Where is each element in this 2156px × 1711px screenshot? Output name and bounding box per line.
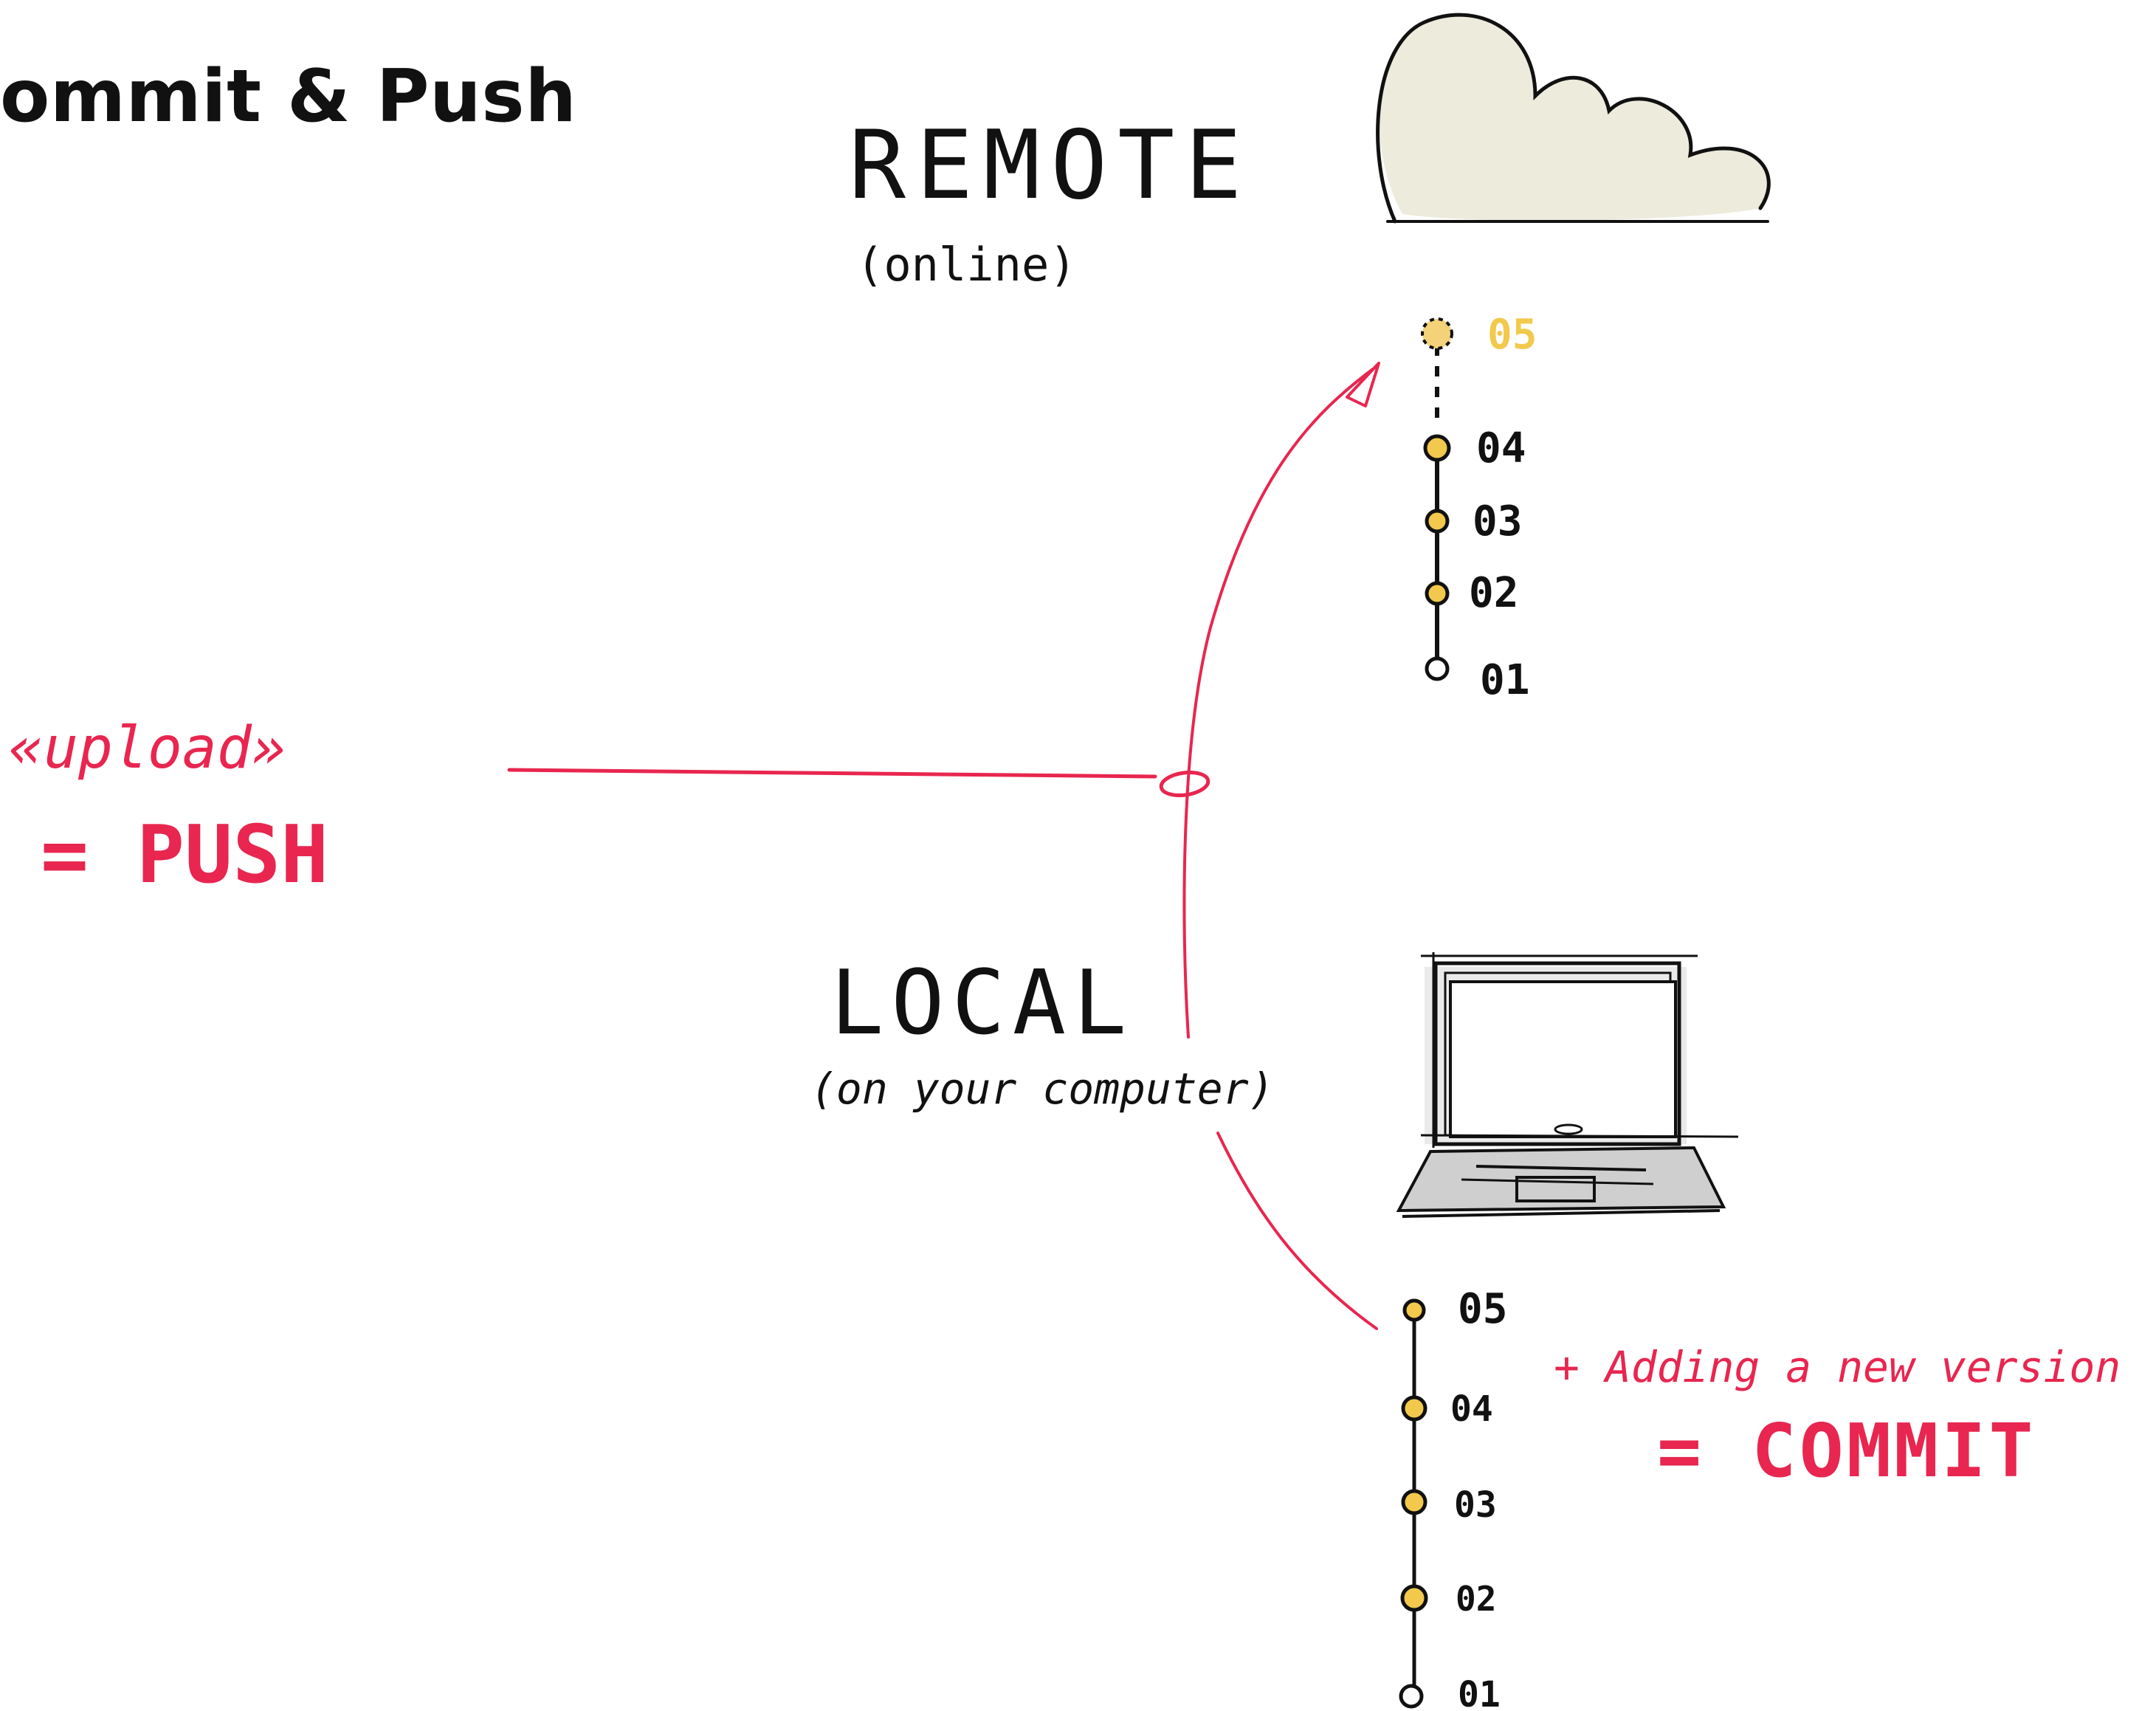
commit-arrow xyxy=(1216,1132,1378,1330)
commit-note-commit: = COMMIT xyxy=(1657,1408,2036,1494)
local-commit-05: 05 xyxy=(1402,1285,1507,1333)
push-note-push: = PUSH xyxy=(41,809,328,901)
local-commit-label: 03 xyxy=(1454,1484,1497,1526)
local-commit-label: 04 xyxy=(1450,1388,1493,1430)
remote-commit-label: 03 xyxy=(1473,498,1522,545)
remote-commit-02: 02 xyxy=(1425,569,1518,617)
remote-sublabel: (online) xyxy=(856,238,1077,292)
local-commit-label: 01 xyxy=(1458,1674,1501,1711)
local-commit-04: 04 xyxy=(1401,1388,1493,1430)
local-sublabel: (on your computer) xyxy=(810,1064,1275,1114)
remote-commit-label: 02 xyxy=(1469,569,1518,617)
local-commit-label: 02 xyxy=(1456,1579,1496,1619)
remote-commit-label: 04 xyxy=(1476,424,1526,472)
push-connector xyxy=(507,768,1210,798)
page-title: ommit & Push xyxy=(0,55,577,139)
local-label: LOCAL xyxy=(830,952,1134,1055)
push-note-upload: «upload» xyxy=(9,715,286,782)
local-commit-01: 01 xyxy=(1399,1674,1501,1711)
local-commit-03: 03 xyxy=(1401,1484,1497,1526)
remote-commit-04: 04 xyxy=(1423,424,1526,472)
local-commit-02: 02 xyxy=(1400,1579,1496,1619)
commit-note-adding: + Adding a new version xyxy=(1554,1342,2121,1392)
remote-commit-01: 01 xyxy=(1425,656,1529,704)
local-commit-label: 05 xyxy=(1458,1285,1507,1333)
remote-commit-label: 01 xyxy=(1480,656,1529,704)
remote-commit-05-pending: 05 xyxy=(1421,311,1537,359)
remote-label: REMOTE xyxy=(849,111,1252,221)
cloud-icon xyxy=(1376,13,1771,224)
push-arrow xyxy=(1182,362,1380,1039)
laptop-icon xyxy=(1396,952,1739,1218)
remote-commit-label: 05 xyxy=(1487,311,1537,359)
remote-commit-03: 03 xyxy=(1425,498,1522,545)
